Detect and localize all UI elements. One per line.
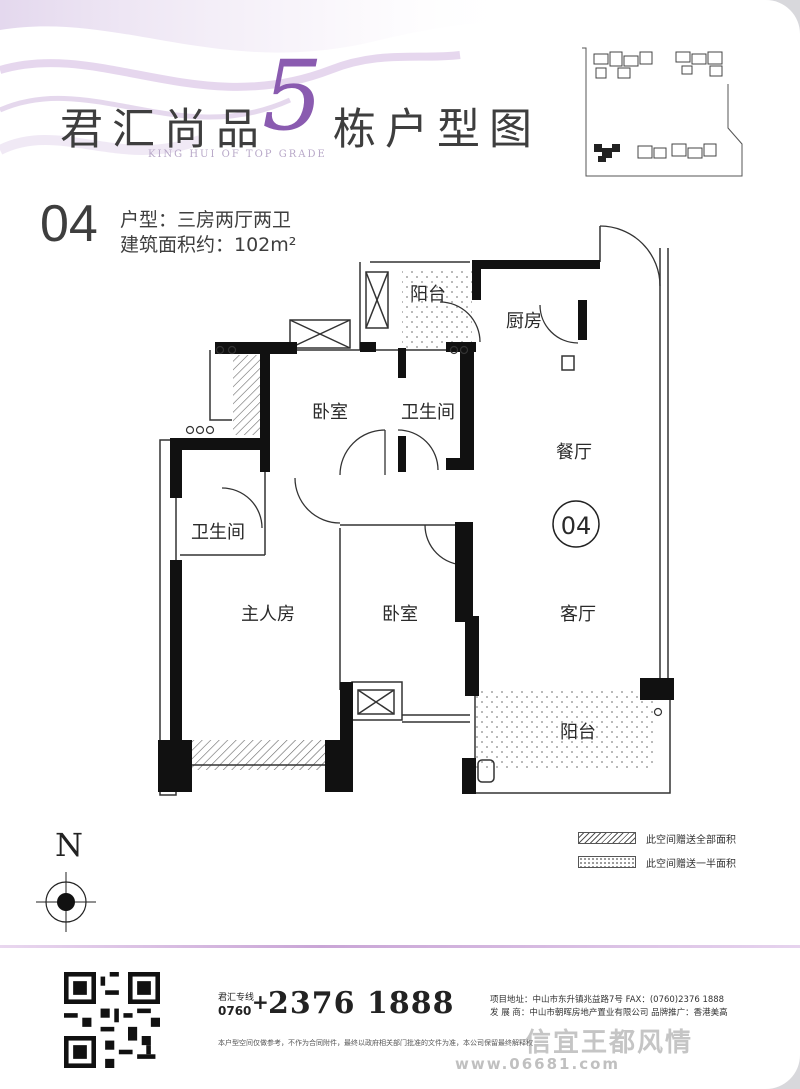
unit-area: 建筑面积约：102m² (120, 234, 297, 256)
legend-text-full: 此空间赠送全部面积 (646, 834, 736, 846)
label-bedroom-mid: 卧室 (382, 604, 418, 625)
label-balcony-top: 阳台 (410, 284, 446, 305)
label-bedroom-top: 卧室 (312, 402, 348, 423)
project-info: 项目地址：中山市东升镇兆益路7号 FAX：(0760)2376 1888 发 展… (490, 994, 728, 1020)
legend-item-full: 此空间赠送全部面积 (578, 826, 736, 850)
decorative-swirl (0, 0, 520, 155)
label-bathroom-left: 卫生间 (191, 522, 245, 543)
label-living: 客厅 (560, 604, 596, 625)
legend-swatch-hatch (578, 832, 636, 844)
hotline-label: 君汇专线 (218, 993, 255, 1003)
phone-plus: + (252, 990, 269, 1014)
unit-marker-circle (552, 500, 600, 548)
english-title: KING HUI OF TOP GRADE (148, 149, 327, 160)
site-keymap (582, 47, 743, 177)
label-bathroom-top: 卫生间 (401, 402, 455, 423)
north-label: N (55, 826, 83, 864)
project-developer: 发 展 商：中山市朝晖房地产置业有限公司 品牌推广：香港美高 (490, 1008, 728, 1018)
area-code: 0760 (218, 1004, 252, 1018)
project-address: 项目地址：中山市东升镇兆益路7号 FAX：(0760)2376 1888 (490, 995, 725, 1005)
legend-swatch-dots (578, 856, 636, 868)
page-title-part1: 君汇尚品 (60, 105, 268, 155)
disclaimer: 本户型空间仅做参考，不作为合同附件，最终以政府相关部门批准的文件为准，本公司保留… (218, 1039, 533, 1047)
dotted-area-balcony (475, 688, 655, 770)
label-dining: 餐厅 (556, 442, 592, 463)
unit-type: 户型：三房两厅两卫 (120, 209, 292, 231)
compass-icon (36, 872, 96, 932)
watermark-text: 信宜王都风情 (525, 1028, 694, 1058)
label-kitchen: 厨房 (506, 311, 542, 332)
phone-number: 2376 1888 (268, 986, 455, 1021)
label-unit-marker: 04 (561, 512, 592, 540)
divider-line (0, 945, 800, 948)
legend: 此空间赠送全部面积 此空间赠送一半面积 (578, 826, 736, 874)
legend-item-half: 此空间赠送一半面积 (578, 850, 736, 874)
unit-code: 04 (40, 195, 98, 253)
legend-text-half: 此空间赠送一半面积 (646, 858, 736, 870)
qr-code-icon (64, 972, 160, 1068)
watermark-url: www.06681.com (455, 1055, 621, 1073)
label-master-bedroom: 主人房 (241, 604, 295, 625)
label-balcony-bottom: 阳台 (560, 722, 596, 743)
hatch-area-left (233, 355, 260, 435)
building-number: 5 (262, 40, 324, 152)
page-title-part2: 栋户型图 (333, 105, 541, 155)
